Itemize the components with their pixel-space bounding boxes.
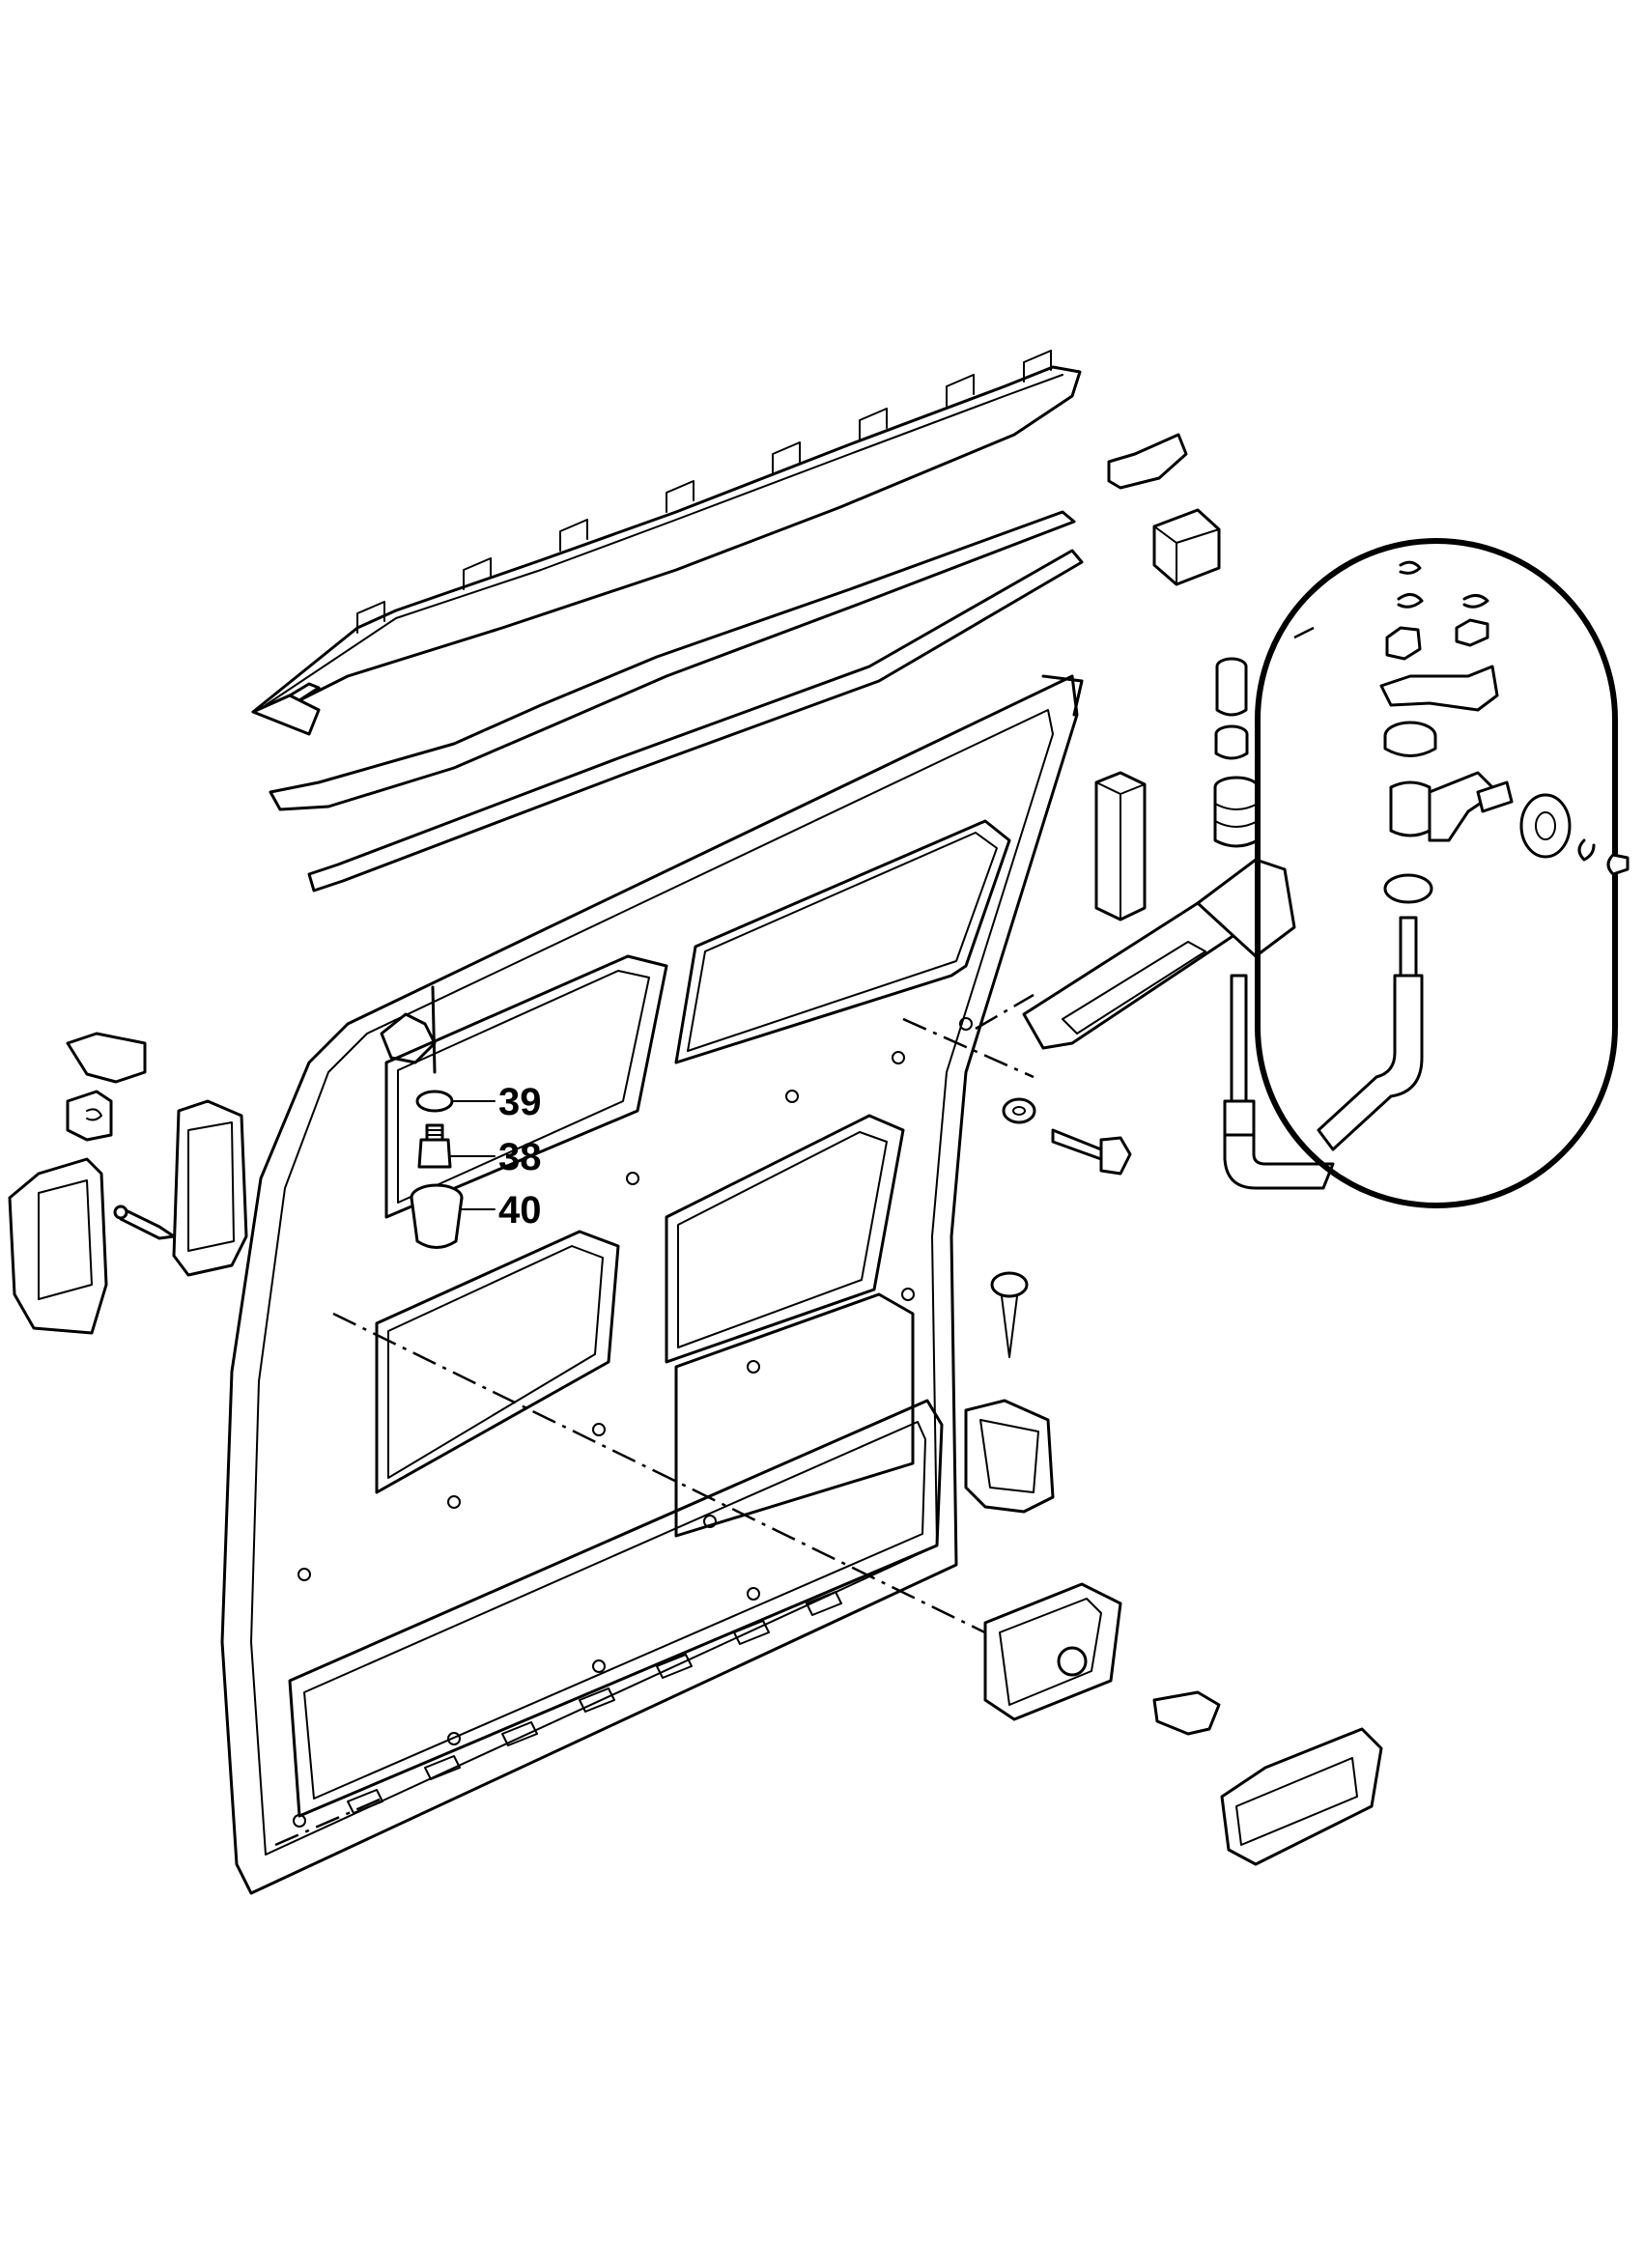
left-inner-cover [172, 1099, 248, 1277]
detail-circle [1255, 538, 1618, 1208]
callout-label-38: 38 [498, 1136, 542, 1178]
left-bracket-clip [66, 1032, 147, 1142]
bolt-38 [417, 1123, 452, 1169]
callout-label-39: 39 [498, 1081, 542, 1123]
detail-parts [1317, 560, 1630, 1151]
rail-end-clip [1107, 433, 1188, 490]
hex-bolt [1051, 1128, 1132, 1176]
lock-housing [983, 1582, 1122, 1721]
foam-block [1094, 771, 1147, 921]
left-tapping-screw [113, 1205, 176, 1240]
door-catch-block [964, 1399, 1055, 1514]
rail-end-block [1152, 508, 1221, 586]
left-outer-cover [8, 1157, 108, 1335]
middle-guide-rail [269, 510, 1076, 811]
washer-39 [415, 1090, 454, 1113]
callout-label-40: 40 [498, 1189, 542, 1232]
lower-guide-arm [1223, 974, 1335, 1190]
cap-40 [410, 1183, 464, 1249]
door-catch-screw [990, 1271, 1029, 1358]
door-handle [1220, 1727, 1383, 1866]
washer [1002, 1097, 1036, 1124]
assembly-lines [274, 626, 1315, 1847]
sliding-door-panel [220, 674, 1084, 1895]
hinge-arm-bracket [1022, 858, 1296, 1050]
upper-guide-rail [251, 350, 1082, 736]
lock-screw [1152, 1690, 1221, 1736]
roller-stack [1213, 657, 1260, 848]
callout-leaders [449, 1100, 496, 1210]
lower-seal-strip [307, 549, 1084, 893]
